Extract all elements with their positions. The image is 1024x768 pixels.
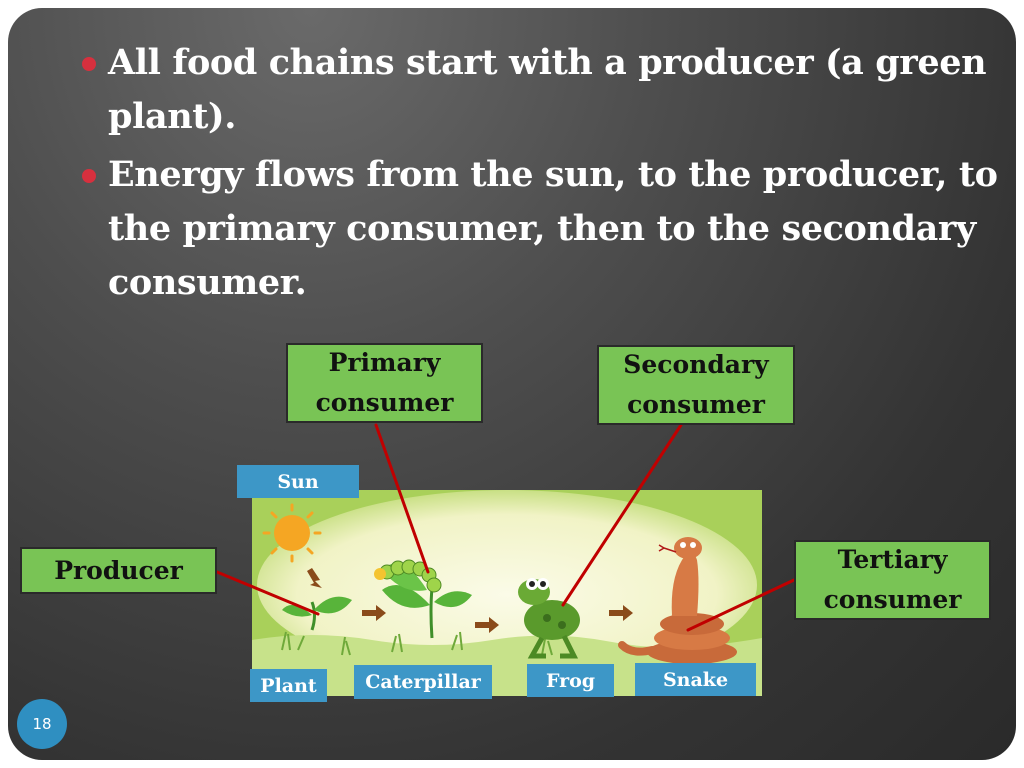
bullet-list: All food chains start with a producer (a… <box>78 36 998 314</box>
bullet-dot-icon <box>82 169 96 183</box>
secondary-consumer-box: Secondary consumer <box>597 345 795 425</box>
slide-number: 18 <box>17 699 67 749</box>
bullet-item: All food chains start with a producer (a… <box>78 36 998 144</box>
bullet-item: Energy flows from the sun, to the produc… <box>78 148 998 310</box>
flow-arrow-icon <box>307 568 633 633</box>
snake-label: Snake <box>635 663 756 696</box>
frog-label: Frog <box>527 664 614 697</box>
food-chain-picture <box>252 490 762 696</box>
plant-label: Plant <box>250 669 327 702</box>
food-chain-illustration <box>252 490 762 696</box>
snake-icon <box>618 537 737 664</box>
bullet-dot-icon <box>82 57 96 71</box>
tertiary-connector <box>686 578 796 632</box>
caterpillar-label: Caterpillar <box>354 665 492 699</box>
tertiary-consumer-box: Tertiary consumer <box>794 540 991 620</box>
producer-box: Producer <box>20 547 217 594</box>
sun-icon <box>262 503 322 563</box>
primary-connector <box>374 423 430 574</box>
bullet-text: Energy flows from the sun, to the produc… <box>108 154 998 303</box>
caterpillar-plant-icon <box>374 559 472 639</box>
sun-label: Sun <box>237 465 359 498</box>
producer-connector <box>215 570 320 616</box>
frog-icon <box>518 578 580 659</box>
primary-consumer-box: Primary consumer <box>286 343 483 423</box>
bullet-text: All food chains start with a producer (a… <box>108 42 987 137</box>
plant-icon <box>282 596 352 631</box>
secondary-connector <box>561 423 683 607</box>
